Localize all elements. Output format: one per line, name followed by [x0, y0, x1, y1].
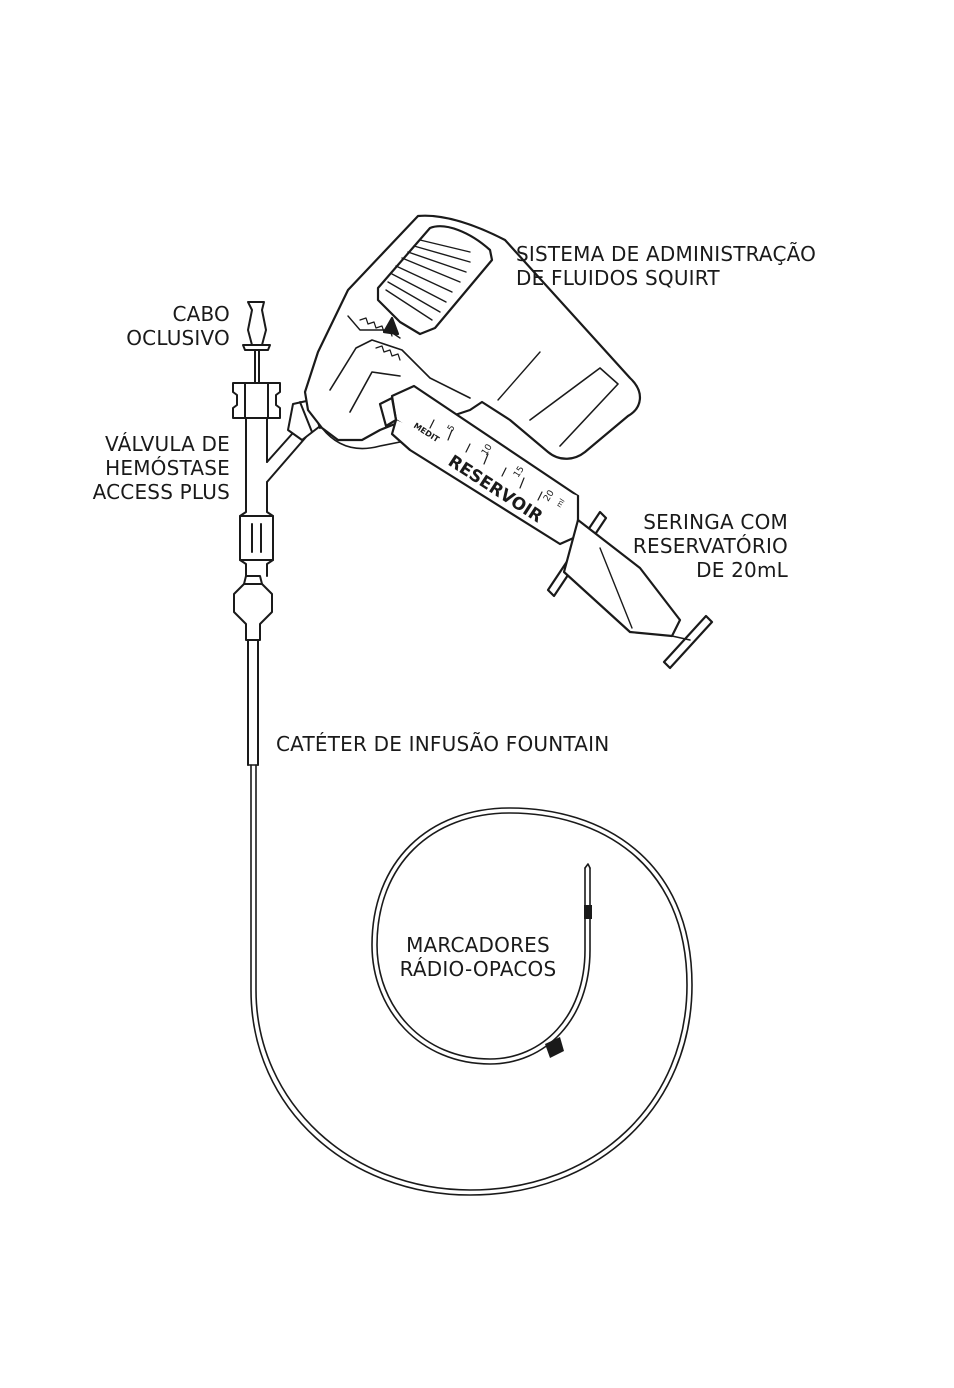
label-occluding-wire: CABO OCLUSIVO	[100, 302, 230, 350]
label-line: DE 20mL	[620, 558, 788, 582]
label-radiopaque-markers: MARCADORES RÁDIO-OPACOS	[384, 933, 572, 981]
label-line: RESERVATÓRIO	[620, 534, 788, 558]
label-line: DE FLUIDOS SQUIRT	[516, 266, 816, 290]
label-squirt-system: SISTEMA DE ADMINISTRAÇÃO DE FLUIDOS SQUI…	[516, 242, 816, 290]
label-line: RÁDIO-OPACOS	[384, 957, 572, 981]
label-line: OCLUSIVO	[100, 326, 230, 350]
occluding-wire-cap	[243, 302, 270, 383]
label-line: ACCESS PLUS	[60, 480, 230, 504]
label-line: HEMÓSTASE	[60, 456, 230, 480]
label-infusion-catheter: CATÉTER DE INFUSÃO FOUNTAIN	[276, 732, 609, 756]
radiopaque-marker-tip	[584, 905, 592, 919]
label-line: VÁLVULA DE	[60, 432, 230, 456]
label-line: SERINGA COM	[620, 510, 788, 534]
catheter-coil	[248, 640, 692, 1195]
label-reservoir-syringe: SERINGA COM RESERVATÓRIO DE 20mL	[620, 510, 788, 582]
label-line: CABO	[100, 302, 230, 326]
label-line: MARCADORES	[384, 933, 572, 957]
label-hemostasis-valve: VÁLVULA DE HEMÓSTASE ACCESS PLUS	[60, 432, 230, 504]
label-line: CATÉTER DE INFUSÃO FOUNTAIN	[276, 732, 609, 756]
label-line: SISTEMA DE ADMINISTRAÇÃO	[516, 242, 816, 266]
radiopaque-marker-curve	[545, 1037, 564, 1058]
